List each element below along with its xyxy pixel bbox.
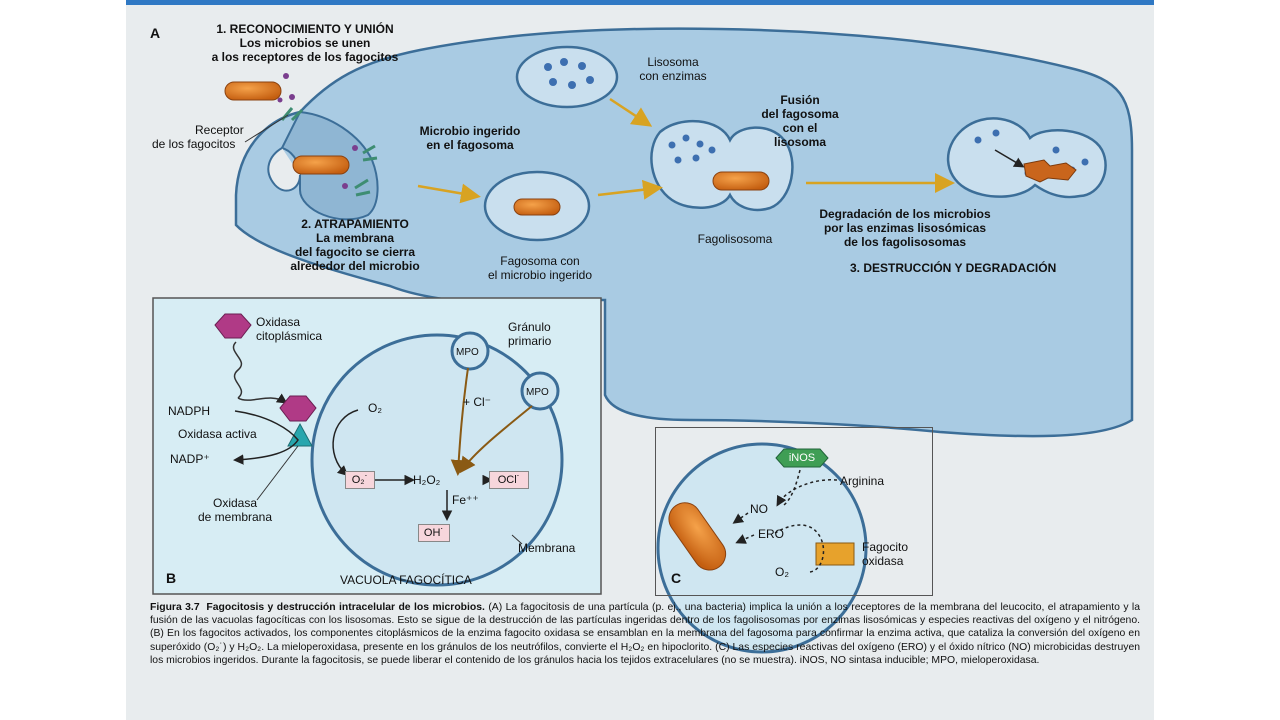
no-label: NO xyxy=(750,502,768,516)
receptor-label-1: Receptor xyxy=(195,123,244,137)
lysosome xyxy=(515,45,619,109)
cytoplasmic-oxidase-icon xyxy=(214,313,252,339)
phagosome-c xyxy=(656,442,868,654)
active-oxidase-label: Oxidasa activa xyxy=(178,427,257,441)
panel-c-graphics xyxy=(656,442,868,654)
step2-line1: La membrana xyxy=(315,231,395,245)
iron-label: Fe⁺⁺ xyxy=(452,493,479,507)
lysosome-label-2: con enzimas xyxy=(639,69,707,83)
inos-icon xyxy=(775,448,829,468)
o2-label: O₂ xyxy=(368,401,382,415)
vacuole-label: VACUOLA FAGOCÍTICA xyxy=(340,573,472,587)
phagocyte-oxidase-icon xyxy=(815,542,855,566)
inos-label: iNOS xyxy=(788,452,816,464)
phagosome-label-1: Fagosoma con xyxy=(500,254,580,268)
phagosome-label-2: el microbio ingerido xyxy=(487,268,593,282)
degradation-label-3: de los fagolisosomas xyxy=(843,235,967,249)
microbe-panel-c xyxy=(668,502,727,571)
panel-b-graphics xyxy=(152,297,602,595)
phagocytic-vacuole xyxy=(310,333,564,587)
granule-label-2: primario xyxy=(508,334,552,348)
mpo-label-1: MPO xyxy=(456,347,479,358)
step2-line3: alrededor del microbio xyxy=(290,259,420,273)
hydroxyl-box: OH˙ xyxy=(418,524,450,542)
degradation-label-1: Degradación de los microbios xyxy=(819,207,991,221)
fusion-label-3: con el xyxy=(782,121,818,135)
granule-label-1: Gránulo xyxy=(508,320,551,334)
o2-label-c: O₂ xyxy=(775,565,789,579)
chloride-label: + Cl⁻ xyxy=(463,395,492,409)
receptor-label-2: de los fagocitos xyxy=(152,137,236,151)
membrane-oxidase-label-1: Oxidasa xyxy=(212,496,258,510)
nadph-label: NADPH xyxy=(168,404,211,418)
lysosome-label-1: Lisosoma xyxy=(647,55,699,69)
phagocyte-receptor-icon xyxy=(280,107,378,197)
degradation-label-2: por las enzimas lisosómicas xyxy=(823,221,987,235)
figure-caption: Figura 3.7 Fagocitosis y destrucción int… xyxy=(150,601,1140,667)
membrane-label: Membrana xyxy=(518,541,576,555)
step2-title: 2. ATRAPAMIENTO xyxy=(301,217,409,231)
microbe-fragments xyxy=(1023,159,1077,183)
microbe-phagolysosome xyxy=(712,171,770,191)
ingested-label-1: Microbio ingerido xyxy=(419,124,521,138)
ingested-label-2: en el fagosoma xyxy=(426,138,514,152)
figure-label: Figura 3.7 xyxy=(150,602,200,613)
panel-b-letter: B xyxy=(166,570,177,586)
ero-label: ERO xyxy=(758,527,785,541)
microbe-phagosome xyxy=(513,198,561,216)
hypochlorite-box: OCl˙ xyxy=(489,471,529,489)
superoxide-box: O₂˙ xyxy=(345,471,375,489)
membrane-oxidase-label-2: de membrana xyxy=(197,510,273,524)
caption-text: (A) La fagocitosis de una partícula (p. … xyxy=(150,602,1141,666)
step1-line2: a los receptores de los fagocitos xyxy=(211,50,399,64)
primary-granule xyxy=(450,331,490,371)
step1-title: 1. RECONOCIMIENTO Y UNIÓN xyxy=(216,22,394,36)
panel-c-letter: C xyxy=(671,570,682,586)
step2-line2: del fagocito se cierra xyxy=(294,245,416,259)
granule-fusing xyxy=(520,371,560,411)
active-oxidase-icon xyxy=(279,395,317,422)
figure-title: Fagocitosis y destrucción intracelular d… xyxy=(206,602,485,613)
panel-a-letter: A xyxy=(150,25,161,41)
phagolysosome-label: Fagolisosoma xyxy=(697,232,773,246)
phagocyte-oxidase-label-1: Fagocito xyxy=(862,540,909,554)
step3-title: 3. DESTRUCCIÓN Y DEGRADACIÓN xyxy=(850,261,1057,275)
phagocyte-oxidase-label-2: oxidasa xyxy=(862,554,904,568)
fusion-label-1: Fusión xyxy=(780,93,820,107)
cyto-oxidase-label-2: citoplásmica xyxy=(256,329,323,343)
nadp-label: NADP⁺ xyxy=(170,452,210,466)
fusion-label-2: del fagosoma xyxy=(761,107,839,121)
step1-line1: Los microbios se unen xyxy=(239,36,371,50)
slide-top-bar xyxy=(126,0,1154,5)
h2o2-label: H₂O₂ xyxy=(413,473,441,487)
microbe-bound xyxy=(224,81,282,101)
microbe-cup xyxy=(292,155,350,175)
mpo-label-2: MPO xyxy=(526,387,549,398)
fusion-label-4: lisosoma xyxy=(773,135,827,149)
panel-c-frame xyxy=(655,427,933,596)
cyto-oxidase-label-1: Oxidasa xyxy=(256,315,301,329)
arginine-label: Arginina xyxy=(840,474,885,488)
